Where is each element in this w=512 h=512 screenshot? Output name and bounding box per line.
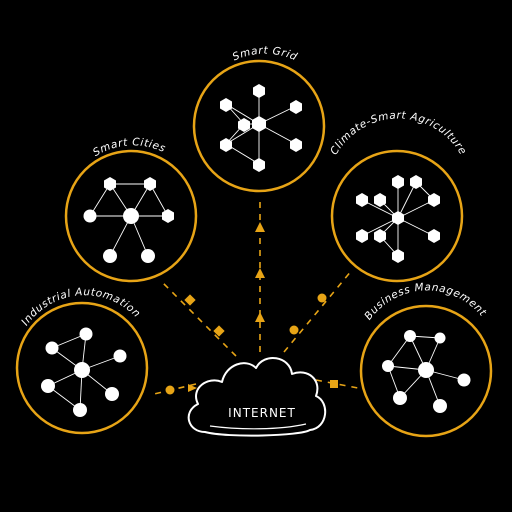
network-graph-icon	[83, 177, 174, 263]
square-marker	[184, 294, 196, 306]
cluster-ring	[330, 149, 464, 283]
cluster-ring	[192, 59, 326, 193]
arrow-icon	[255, 222, 265, 232]
cluster-industrial-automation: Industrial Automation	[15, 286, 149, 435]
cluster-label-smart-grid: Smart Grid	[231, 45, 299, 64]
arrow-icon	[188, 384, 197, 392]
cloud-inner-line	[209, 423, 307, 430]
network-graph-icon	[220, 84, 302, 172]
cluster-business-management: Business Management	[359, 281, 493, 438]
arrow-icon	[255, 312, 265, 322]
cluster-label-business: Business Management	[362, 281, 489, 322]
link-smart-cities	[161, 281, 237, 357]
cloud-icon: INTERNET	[187, 357, 326, 437]
internet-label: INTERNET	[228, 406, 296, 420]
network-graph-icon	[41, 327, 127, 417]
circle-marker	[317, 293, 327, 303]
link-climate	[283, 269, 353, 353]
square-marker	[330, 380, 338, 388]
cluster-smart-cities: Smart Cities	[64, 136, 198, 283]
network-graph-icon	[356, 175, 440, 263]
circle-marker	[165, 385, 175, 395]
square-marker	[213, 325, 225, 337]
cluster-ring	[359, 304, 493, 438]
circle-marker	[289, 325, 299, 335]
cloud-shape	[187, 357, 326, 437]
cluster-ring	[15, 301, 149, 435]
cluster-climate-smart-agriculture: Climate-Smart Agriculture	[328, 109, 468, 283]
cluster-ring	[64, 149, 198, 283]
link-markers	[165, 222, 338, 395]
cluster-smart-grid: Smart Grid	[192, 45, 326, 193]
arrow-icon	[255, 268, 265, 278]
network-graph-icon	[382, 330, 471, 413]
link-industrial	[149, 383, 197, 396]
